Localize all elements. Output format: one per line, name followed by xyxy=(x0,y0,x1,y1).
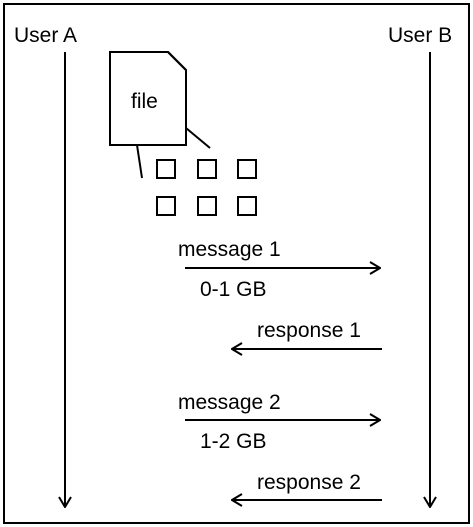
message-2-range: 1-2 GB xyxy=(200,430,267,453)
file-label: file xyxy=(131,90,158,113)
chunk-grid xyxy=(156,159,257,216)
chunk-5 xyxy=(197,196,217,216)
response-1-label: response 1 xyxy=(257,319,361,342)
chunk-3 xyxy=(237,159,257,179)
participant-a-label: User A xyxy=(14,24,77,47)
chunk-4 xyxy=(156,196,176,216)
message-1-range: 0-1 GB xyxy=(200,278,267,301)
file-document-icon xyxy=(109,51,187,146)
chunk-6 xyxy=(237,196,257,216)
chunk-2 xyxy=(197,159,217,179)
message-2-label: message 2 xyxy=(178,391,281,414)
split-line-left xyxy=(136,144,143,179)
response-2-label: response 2 xyxy=(257,471,361,494)
chunk-1 xyxy=(156,159,176,179)
participant-b-label: User B xyxy=(388,24,452,47)
split-line-right xyxy=(185,127,211,149)
diagram-frame xyxy=(3,3,470,524)
message-1-label: message 1 xyxy=(178,238,281,261)
